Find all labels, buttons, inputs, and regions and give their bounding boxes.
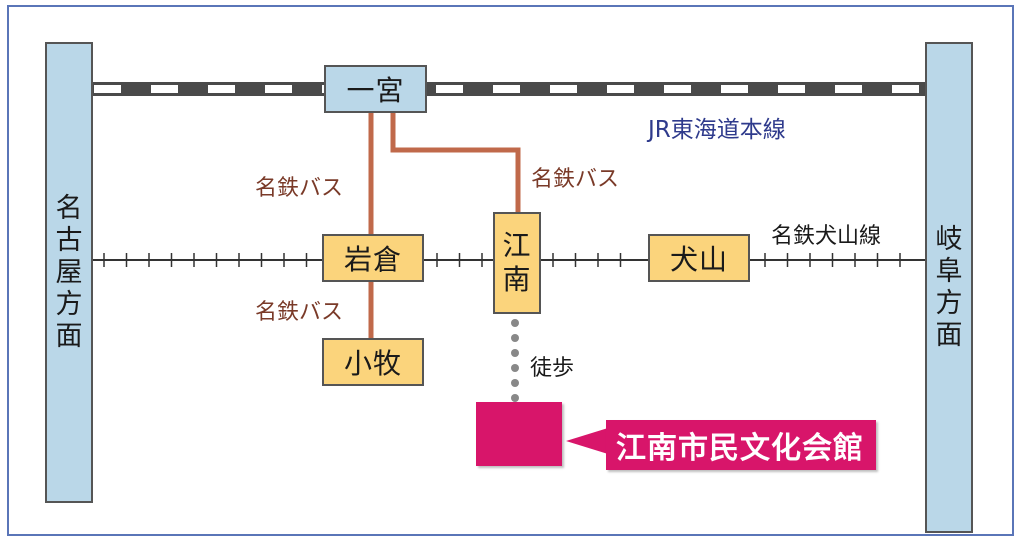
walk-dot — [511, 379, 519, 387]
jr-dash — [436, 85, 463, 93]
walk-dot — [511, 364, 519, 372]
station-konan[interactable]: 江 南 — [493, 212, 541, 314]
jr-dash — [721, 85, 748, 93]
bus-label-ichinomiya-konan: 名鉄バス — [531, 167, 620, 192]
meitetsu-line-label: 名鉄犬山線 — [771, 224, 882, 249]
terminal-label-char: 面 — [935, 319, 963, 351]
terminal-label-char: 面 — [55, 320, 83, 352]
station-ichinomiya-label: 一宮 — [346, 74, 405, 107]
terminal-label-char: 名 — [55, 192, 83, 224]
station-iwakura-label: 岩倉 — [343, 243, 402, 276]
station-ichinomiya[interactable]: 一宮 — [324, 65, 427, 113]
station-iwakura[interactable]: 岩倉 — [322, 234, 424, 282]
bus-routes — [368, 112, 521, 340]
terminal-label-char: 方 — [55, 288, 83, 320]
destination-label[interactable]: 江南市民文化会館 — [606, 420, 876, 470]
terminal-gifu: 岐阜方面 — [925, 42, 973, 533]
walk-dot — [511, 334, 519, 342]
jr-dash — [493, 85, 520, 93]
jr-dash — [892, 85, 919, 93]
terminal-nagoya: 名古屋方面 — [45, 42, 93, 503]
jr-dash — [664, 85, 691, 93]
walk-dot — [511, 394, 519, 402]
walk-dot — [511, 349, 519, 357]
jr-dash — [208, 85, 235, 93]
jr-dash — [94, 85, 121, 93]
terminal-label-char: 古 — [55, 224, 83, 256]
terminal-gifu-label: 岐阜方面 — [936, 224, 963, 352]
walk-dot — [511, 319, 519, 327]
station-konan-label-bottom: 南 — [502, 263, 532, 296]
terminal-label-char: 屋 — [55, 256, 83, 288]
station-inuyama[interactable]: 犬山 — [648, 234, 750, 282]
walk-label: 徒歩 — [530, 356, 575, 381]
bus-label-iwakura-komaki: 名鉄バス — [255, 300, 344, 325]
destination-marker[interactable] — [476, 402, 562, 466]
walk-route — [511, 319, 519, 402]
jr-line-dashes — [94, 85, 919, 93]
jr-dash — [265, 85, 292, 93]
jr-dash — [550, 85, 577, 93]
jr-dash — [835, 85, 862, 93]
jr-dash — [607, 85, 634, 93]
destination-name: 江南市民文化会館 — [616, 431, 864, 466]
jr-line-label: JR東海道本線 — [648, 117, 786, 143]
bus-route-ichinomiya-konan — [390, 112, 521, 214]
station-komaki-label: 小牧 — [343, 347, 402, 380]
terminal-label-char: 方 — [935, 287, 963, 319]
station-komaki[interactable]: 小牧 — [322, 338, 424, 386]
terminal-label-char: 岐 — [935, 223, 963, 255]
meitetsu-line-ticks — [103, 253, 901, 267]
jr-dash — [778, 85, 805, 93]
station-inuyama-label: 犬山 — [669, 243, 728, 276]
bus-label-ichinomiya-iwakura: 名鉄バス — [255, 176, 344, 201]
station-konan-label-top: 江 — [502, 229, 532, 262]
jr-dash — [151, 85, 178, 93]
terminal-nagoya-label: 名古屋方面 — [56, 193, 83, 353]
terminal-label-char: 阜 — [935, 255, 963, 287]
callout-pointer — [566, 428, 608, 454]
jr-line — [92, 82, 926, 96]
